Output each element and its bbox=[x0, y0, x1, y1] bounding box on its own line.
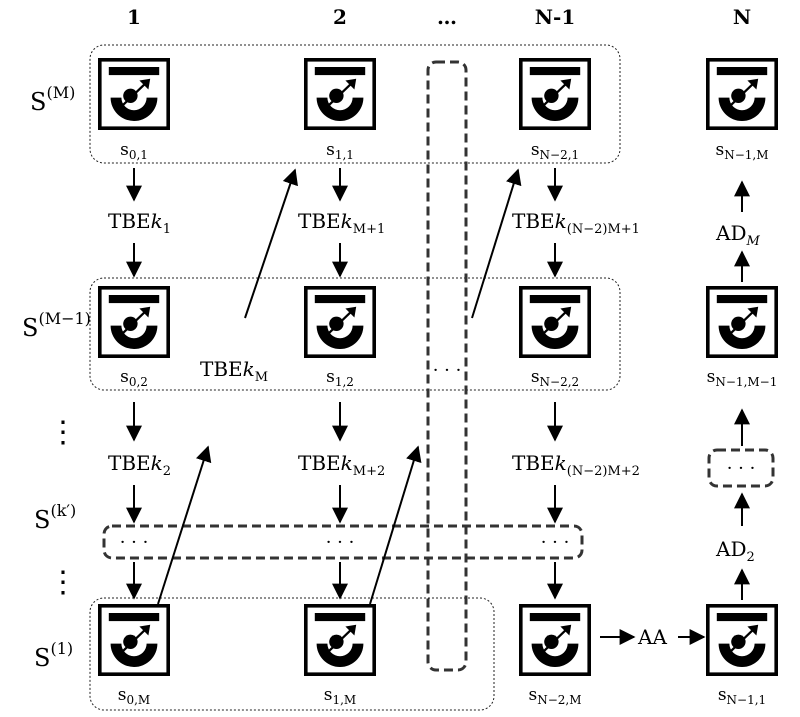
arrow-diag-col1-to-col2-lower bbox=[157, 445, 212, 605]
row-label-s-k-prime: S(k′) bbox=[34, 501, 76, 534]
site-label-s-0-2: s0,2 bbox=[120, 367, 148, 389]
station-1-m bbox=[304, 604, 376, 676]
ellipsis-col-n: · · · bbox=[727, 458, 756, 479]
site-label-s-1-1: s1,1 bbox=[326, 140, 354, 162]
column-header-1: 1 bbox=[127, 5, 141, 29]
column-header-n: N bbox=[733, 5, 751, 29]
site-label-s-n-1-m-1: sN−1,M−1 bbox=[707, 367, 778, 389]
op-tbe-k-m: TBEkM bbox=[200, 357, 268, 385]
station-n-2-2 bbox=[519, 286, 591, 358]
site-label-s-n-2-1: sN−2,1 bbox=[531, 140, 579, 162]
op-ad-m: ADM bbox=[715, 221, 760, 249]
op-tbe-k2: TBEk2 bbox=[108, 451, 171, 479]
column-header-2: 2 bbox=[333, 5, 347, 29]
ellipsis-k-prime-col1: · · · bbox=[120, 532, 149, 553]
station-0-2 bbox=[98, 286, 170, 358]
op-tbe-k-m-plus-1: TBEkM+1 bbox=[298, 209, 385, 237]
site-label-s-0-1: s0,1 bbox=[120, 140, 148, 162]
row-k-prime-box bbox=[102, 524, 584, 560]
site-label-s-n-2-2: sN−2,2 bbox=[531, 367, 579, 389]
op-ad-2: AD2 bbox=[715, 537, 755, 565]
station-0-m bbox=[98, 604, 170, 676]
row-label-s-1: S(1) bbox=[34, 639, 73, 672]
station-n-1-m-1 bbox=[706, 286, 778, 358]
row-label-s-m-minus-1: S(M−1) bbox=[22, 309, 91, 342]
site-label-s-n-1-1: sN−1,1 bbox=[718, 685, 766, 707]
arrow-diag-col1-to-col2-upper bbox=[244, 168, 298, 319]
site-label-s-0-m: s0,M bbox=[118, 685, 150, 707]
station-0-1 bbox=[98, 58, 170, 130]
column-header-ellipsis: … bbox=[437, 5, 457, 29]
row-label-s-m: S(M) bbox=[30, 83, 75, 116]
ellipsis-row-m-minus-1: · · · bbox=[433, 360, 462, 381]
column-ellipsis-box bbox=[426, 60, 468, 672]
station-n-2-1 bbox=[519, 58, 591, 130]
ellipsis-k-prime-col2: · · · bbox=[326, 532, 355, 553]
station-n-2-m bbox=[519, 604, 591, 676]
station-1-2 bbox=[304, 286, 376, 358]
station-1-1 bbox=[304, 58, 376, 130]
site-label-s-n-1-m: sN−1,M bbox=[715, 140, 768, 162]
row-vdots-lower: ⋮ bbox=[48, 565, 78, 600]
site-label-s-1-2: s1,2 bbox=[326, 367, 354, 389]
op-tbe-k-m-plus-2: TBEkM+2 bbox=[298, 451, 385, 479]
row-group-m-minus-1 bbox=[89, 277, 621, 391]
row-vdots-upper: ⋮ bbox=[48, 415, 78, 450]
op-tbe-k-n-2-m-plus-1: TBEk(N−2)M+1 bbox=[512, 209, 640, 237]
arrow-diag-col2-to-ellipsis-lower bbox=[369, 445, 422, 605]
site-label-s-n-2-m: sN−2,M bbox=[528, 685, 581, 707]
column-n-ellipsis-box bbox=[707, 448, 775, 488]
station-n-1-m bbox=[706, 58, 778, 130]
station-n-1-1 bbox=[706, 604, 778, 676]
arrow-diag-ellipsis-to-coln1-upper bbox=[471, 168, 522, 319]
op-tbe-k1: TBEk1 bbox=[108, 209, 171, 237]
site-label-s-1-m: s1,M bbox=[324, 685, 356, 707]
row-group-m bbox=[89, 44, 621, 164]
ellipsis-k-prime-coln1: · · · bbox=[541, 532, 570, 553]
row-group-1 bbox=[89, 597, 495, 711]
op-aa: AA bbox=[637, 625, 667, 649]
op-tbe-k-n-2-m-plus-2: TBEk(N−2)M+2 bbox=[512, 451, 640, 479]
column-header-n-minus-1: N-1 bbox=[535, 5, 576, 29]
